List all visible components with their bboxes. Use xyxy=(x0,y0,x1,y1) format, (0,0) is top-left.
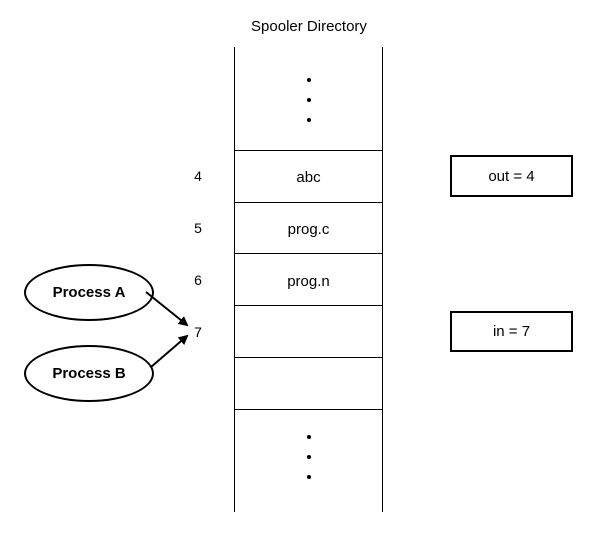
slot-divider xyxy=(234,150,383,151)
slot-value: abc xyxy=(296,169,321,186)
dot-icon xyxy=(306,118,311,122)
out-pointer-box: out = 4 xyxy=(450,155,573,197)
slot-divider xyxy=(234,202,383,203)
slot-index: 6 xyxy=(194,272,202,288)
ellipsis-top xyxy=(234,70,383,130)
in-pointer-box: in = 7 xyxy=(450,311,573,352)
slot-divider xyxy=(234,409,383,410)
process-a-node: Process A xyxy=(24,264,154,321)
dot-icon xyxy=(306,78,311,82)
slot-index: 4 xyxy=(194,168,202,184)
slot-divider xyxy=(234,305,383,306)
slot-index: 5 xyxy=(194,220,202,236)
slot-divider xyxy=(234,253,383,254)
slot-value: prog.c xyxy=(287,221,330,238)
arrow-process-b xyxy=(150,334,189,368)
diagram-title: Spooler Directory xyxy=(251,18,367,35)
spooler-left-border xyxy=(234,47,235,512)
ellipsis-bottom xyxy=(234,427,383,487)
dot-icon xyxy=(306,455,311,459)
process-b-node: Process B xyxy=(24,345,154,402)
arrow-process-a xyxy=(145,291,189,327)
dot-icon xyxy=(306,475,311,479)
slot-index: 7 xyxy=(194,324,202,340)
slot-divider xyxy=(234,357,383,358)
spooler-right-border xyxy=(382,47,383,512)
slot-value: prog.n xyxy=(287,273,330,290)
dot-icon xyxy=(306,98,311,102)
dot-icon xyxy=(306,435,311,439)
